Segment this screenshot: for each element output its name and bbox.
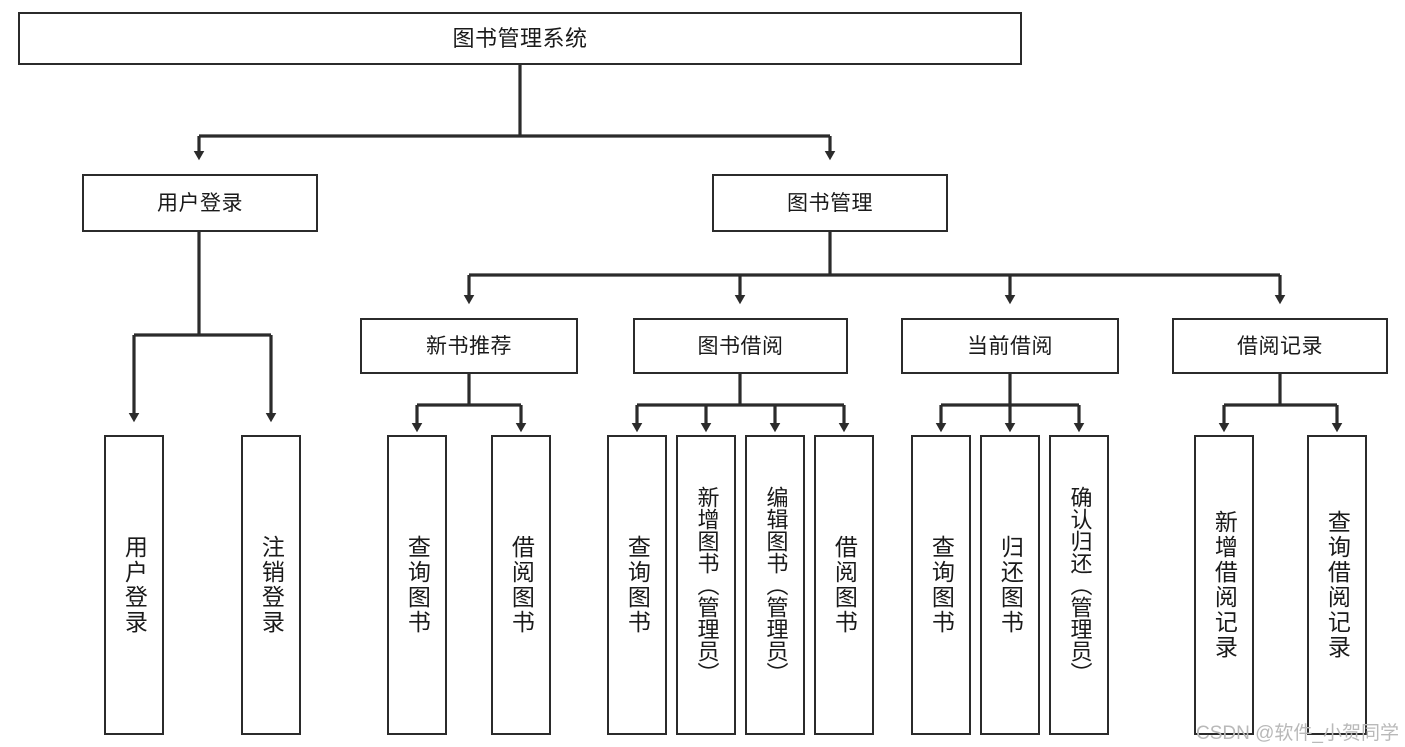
node-current-borrow[interactable]: 当前借阅 [901,318,1119,374]
node-root-system[interactable]: 图书管理系统 [18,12,1022,65]
leaf-query-book-1[interactable]: 查询图书 [387,435,447,735]
leaf-confirm-return[interactable]: 确认归还（管理员） [1049,435,1109,735]
csdn-watermark: CSDN @软件_小贺同学 [1196,723,1399,744]
leaf-user-login[interactable]: 用户登录 [104,435,164,735]
leaf-user-login-label: 用户登录 [121,535,148,635]
node-borrow-record-label: 借阅记录 [1237,334,1323,358]
leaf-borrow-book-1-label: 借阅图书 [508,535,535,635]
leaf-user-logout[interactable]: 注销登录 [241,435,301,735]
leaf-borrow-book-2-label: 借阅图书 [831,535,858,635]
node-root-label: 图书管理系统 [452,25,588,51]
leaf-query-book-1-label: 查询图书 [404,535,431,635]
node-book-management-label: 图书管理 [787,191,873,215]
leaf-edit-book[interactable]: 编辑图书（管理员） [745,435,805,735]
node-new-book-recommend-label: 新书推荐 [426,334,512,358]
leaf-query-book-2-label: 查询图书 [624,535,651,635]
leaf-return-book-label: 归还图书 [997,535,1024,635]
leaf-query-record[interactable]: 查询借阅记录 [1307,435,1367,735]
leaf-add-record[interactable]: 新增借阅记录 [1194,435,1254,735]
leaf-confirm-return-label: 确认归还（管理员） [1067,486,1093,684]
leaf-add-book-label: 新增图书（管理员） [694,486,720,684]
node-user-login[interactable]: 用户登录 [82,174,318,232]
leaf-return-book[interactable]: 归还图书 [980,435,1040,735]
leaf-query-book-2[interactable]: 查询图书 [607,435,667,735]
leaf-query-book-3[interactable]: 查询图书 [911,435,971,735]
leaf-add-record-label: 新增借阅记录 [1211,510,1238,660]
node-book-borrow-label: 图书借阅 [697,334,784,358]
leaf-borrow-book-2[interactable]: 借阅图书 [814,435,874,735]
node-book-management[interactable]: 图书管理 [712,174,948,232]
leaf-add-book[interactable]: 新增图书（管理员） [676,435,736,735]
leaf-query-book-3-label: 查询图书 [928,535,955,635]
node-new-book-recommend[interactable]: 新书推荐 [360,318,578,374]
node-book-borrow[interactable]: 图书借阅 [633,318,848,374]
leaf-edit-book-label: 编辑图书（管理员） [763,486,789,684]
node-current-borrow-label: 当前借阅 [967,334,1053,358]
node-user-login-label: 用户登录 [157,191,243,215]
leaf-user-logout-label: 注销登录 [258,535,285,635]
leaf-query-record-label: 查询借阅记录 [1324,510,1351,660]
node-borrow-record[interactable]: 借阅记录 [1172,318,1388,374]
leaf-borrow-book-1[interactable]: 借阅图书 [491,435,551,735]
